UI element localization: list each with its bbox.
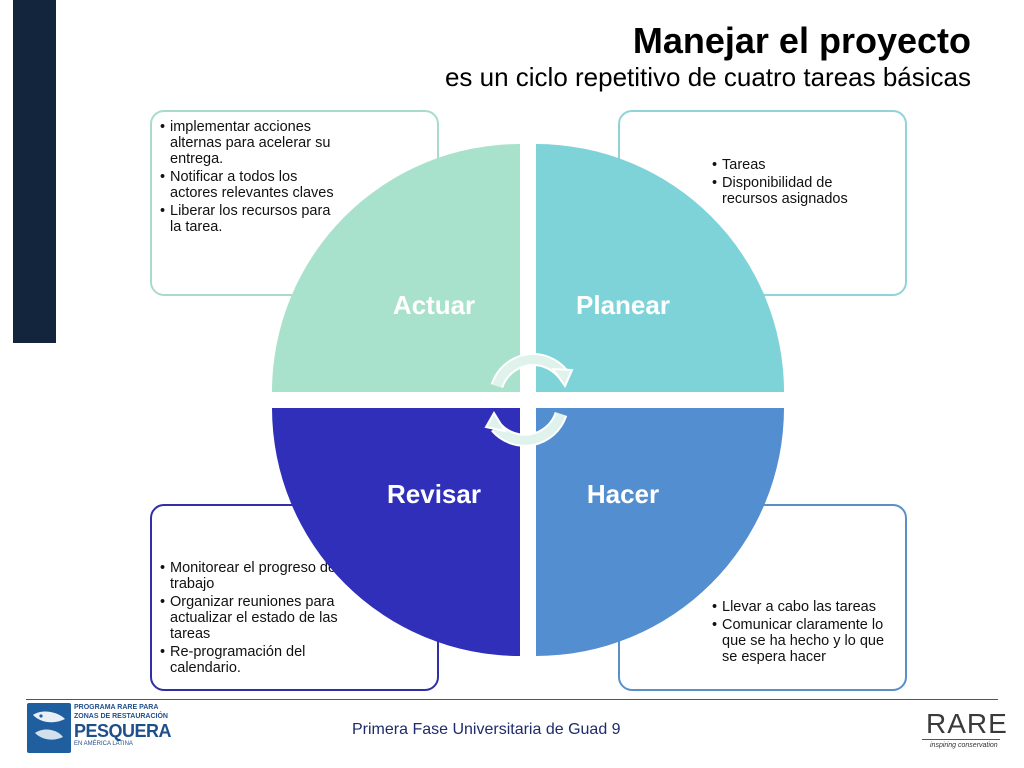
list-hacer: Llevar a cabo las tareas Comunicar clara… (712, 599, 897, 667)
list-item: Re-programación del calendario. (160, 644, 340, 676)
rare-underline (922, 739, 1000, 740)
quadrant-revisar (272, 408, 520, 656)
list-item: Disponibilidad de recursos asignados (712, 175, 872, 207)
label-hacer: Hacer (587, 479, 659, 509)
quadrant-planear (536, 144, 784, 392)
cycle-arrows-icon (484, 353, 574, 447)
list-item: Liberar los recursos para la tarea. (160, 203, 340, 235)
logo-pesquera: PROGRAMA RARE PARA ZONAS DE RESTAURACIÓN… (27, 703, 172, 753)
logo-line-4: EN AMÉRICA LATINA (74, 741, 133, 747)
list-item: Comunicar claramente lo que se ha hecho … (712, 617, 897, 665)
quadrant-hacer (536, 408, 784, 656)
footer-text: Primera Fase Universitaria de Guad 9 (352, 721, 621, 738)
slide-subtitle: es un ciclo repetitivo de cuatro tareas … (444, 62, 971, 92)
logo-line-1: PROGRAMA RARE PARA (74, 704, 159, 711)
list-item: Tareas (712, 157, 872, 173)
list-planear: Tareas Disponibilidad de recursos asigna… (712, 157, 872, 209)
label-planear: Planear (576, 290, 670, 320)
fish-emblem-icon (27, 703, 71, 753)
side-accent-bar (13, 0, 56, 343)
rare-tagline: inspiring conservation (930, 742, 998, 749)
list-item: Monitorear el progreso del trabajo (160, 560, 340, 592)
logo-line-2: ZONAS DE RESTAURACIÓN (74, 713, 168, 720)
label-revisar: Revisar (387, 479, 481, 509)
logo-rare: RARE inspiring conservation (922, 708, 1007, 756)
footer-divider (26, 699, 998, 700)
label-actuar: Actuar (393, 290, 475, 320)
list-item: Organizar reuniones para actualizar el e… (160, 594, 340, 642)
list-revisar: Monitorear el progreso del trabajo Organ… (160, 560, 340, 678)
quadrant-actuar (272, 144, 520, 392)
logo-line-3: PESQUERA (74, 721, 172, 741)
rare-wordmark: RARE (926, 708, 1008, 739)
list-item: implementar acciones alternas para acele… (160, 119, 340, 167)
list-item: Llevar a cabo las tareas (712, 599, 897, 615)
list-actuar: implementar acciones alternas para acele… (160, 119, 340, 237)
slide-title: Manejar el proyecto (632, 20, 971, 61)
list-item: Notificar a todos los actores relevantes… (160, 169, 340, 201)
